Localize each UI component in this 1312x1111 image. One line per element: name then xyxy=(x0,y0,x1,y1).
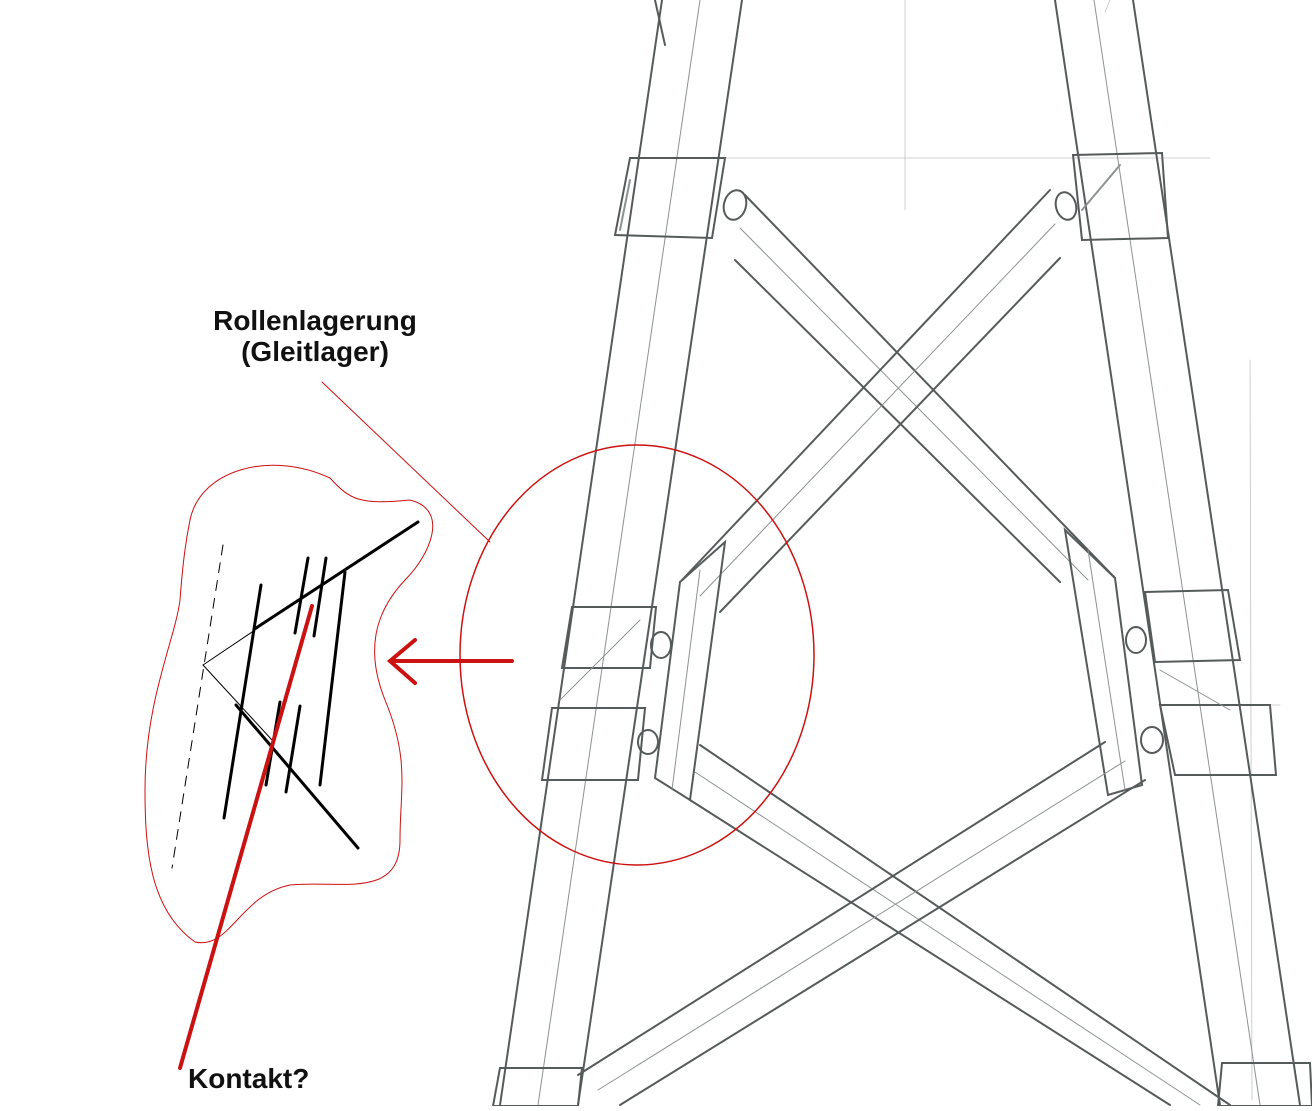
top-left-clamp xyxy=(613,157,727,240)
bearing-highlight-ellipse xyxy=(459,444,815,866)
bearing-label-line1: Rollenlagerung xyxy=(213,305,417,336)
contact-label: Kontakt? xyxy=(188,1063,310,1094)
right-leg xyxy=(1054,0,1301,1106)
bearing-label: Rollenlagerung (Gleitlager) xyxy=(190,305,440,368)
lower-diagonal-b xyxy=(577,741,1146,1106)
left-leg xyxy=(499,0,743,1106)
bearing-label-line2: (Gleitlager) xyxy=(241,335,389,367)
arrow-to-detail xyxy=(386,638,514,685)
contact-line xyxy=(178,604,314,1070)
detail-bubble xyxy=(144,464,434,944)
upper-diagonal-a xyxy=(734,194,1116,583)
middle-left-clamps xyxy=(540,606,658,781)
top-right-clamp xyxy=(1071,151,1170,242)
lower-diagonal-a xyxy=(689,744,1231,1106)
top-rollers xyxy=(722,189,1078,221)
label-leader-line xyxy=(321,381,491,543)
middle-right-clamps xyxy=(1143,588,1278,776)
middle-right-plate xyxy=(1063,527,1144,797)
upper-diagonal-b xyxy=(681,189,1061,613)
middle-rollers xyxy=(637,626,1164,755)
detail-sketch xyxy=(171,520,420,869)
bottom-clamps xyxy=(491,1062,1312,1107)
construction-lines xyxy=(639,0,1281,1101)
